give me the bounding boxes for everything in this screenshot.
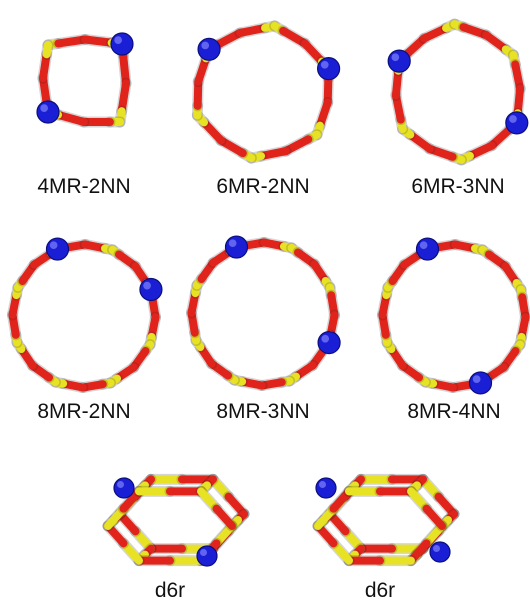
al-atom (415, 237, 440, 261)
o-bond (213, 28, 245, 49)
al-atom (197, 37, 221, 61)
o-bond (513, 84, 525, 118)
label-d6r-a: d6r (155, 579, 185, 602)
o-bond (200, 118, 226, 145)
al-atom (429, 541, 451, 563)
al-atom (45, 237, 70, 261)
ring-6mr-2nn-structure (191, 20, 341, 164)
o-bond (402, 34, 429, 59)
o-bond (257, 147, 290, 161)
o-bond (422, 504, 446, 530)
al-atom (36, 100, 60, 124)
o-bond (54, 110, 88, 126)
o-bond (281, 135, 313, 156)
o-bond (391, 66, 403, 100)
ring-4mr-2nn-structure (36, 32, 134, 128)
ring-8mr-2nn-structure (6, 237, 163, 394)
structures-layer (6, 18, 530, 567)
label-8mr-2nn: 8MR-2NN (37, 400, 130, 423)
al-atom (196, 545, 218, 567)
o-bond (217, 136, 247, 158)
label-6mr-2nn: 6MR-2NN (216, 175, 309, 198)
al-atom (317, 330, 341, 355)
cage-d6r-a-structure (102, 473, 250, 567)
label-8mr-4nn: 8MR-4NN (407, 400, 500, 423)
o-bond (279, 26, 309, 48)
o-bond (420, 24, 451, 43)
label-6mr-3nn: 6MR-3NN (411, 175, 504, 198)
o-bond (39, 74, 51, 107)
al-atom (315, 477, 337, 499)
o-bond (465, 141, 496, 160)
al-atom (224, 235, 249, 259)
o-bond (323, 74, 333, 107)
o-bond (117, 79, 130, 116)
o-bond (81, 35, 116, 47)
o-bond (459, 23, 491, 40)
al-atom (468, 371, 493, 395)
label-4mr-2nn: 4MR-2NN (37, 175, 130, 198)
al-atom (139, 277, 163, 302)
o-bond (54, 35, 90, 48)
o-bond (482, 31, 510, 54)
o-bond (194, 54, 211, 86)
cage-d6r-b-structure (312, 473, 460, 567)
al-atom (317, 57, 341, 81)
al-atom (113, 477, 135, 499)
ring-8mr-4nn-structure (376, 237, 530, 395)
o-bond (406, 130, 434, 153)
o-bond (300, 39, 326, 66)
si-o-bond (42, 41, 52, 59)
al-atom (110, 32, 134, 56)
o-bond (119, 51, 130, 88)
o-bond (212, 504, 236, 530)
al-atom (387, 49, 411, 73)
o-bond (511, 60, 525, 93)
al-atom (505, 111, 529, 135)
o-bond (39, 50, 51, 83)
o-bond (193, 77, 203, 110)
label-d6r-b: d6r (365, 579, 395, 602)
o-bond (315, 98, 332, 130)
o-bond (487, 125, 514, 150)
o-bond (391, 91, 405, 124)
o-bond (236, 23, 269, 37)
ring-6mr-3nn-structure (387, 18, 529, 166)
ring-8mr-3nn-structure (185, 235, 341, 392)
label-8mr-3nn: 8MR-3NN (216, 400, 309, 423)
o-bond (425, 144, 457, 161)
